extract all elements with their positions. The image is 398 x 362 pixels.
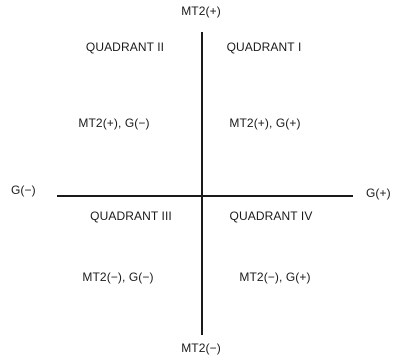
quadrant-2-title: QUADRANT II	[85, 40, 165, 54]
quadrant-4-signs: MT2(−), G(+)	[239, 270, 311, 284]
axis-label-top: MT2(+)	[181, 4, 221, 18]
quadrant-3-title: QUADRANT III	[90, 209, 172, 223]
quadrant-2-signs: MT2(+), G(−)	[78, 116, 150, 130]
axis-label-bottom: MT2(−)	[181, 341, 221, 355]
quadrant-1-title: QUADRANT I	[226, 40, 302, 54]
axis-label-right: G(+)	[366, 186, 391, 200]
quadrant-1-signs: MT2(+), G(+)	[229, 116, 301, 130]
quadrant-3-signs: MT2(−), G(−)	[82, 270, 154, 284]
axis-label-left: G(−)	[11, 183, 36, 197]
quadrant-4-title: QUADRANT IV	[229, 209, 313, 223]
